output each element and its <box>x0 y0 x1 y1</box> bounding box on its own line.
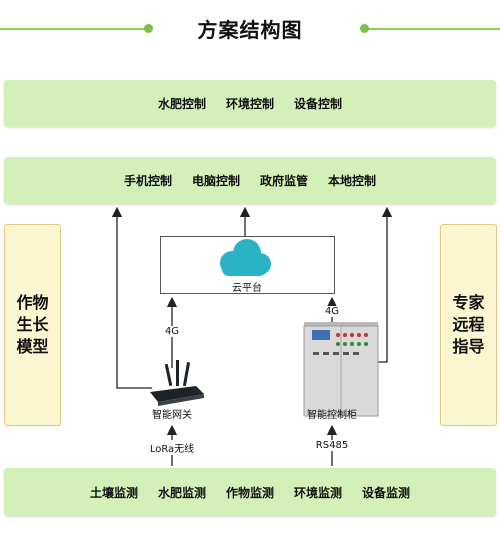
control-item-government: 政府监管 <box>260 174 309 188</box>
gateway-uplink-label: 4G <box>152 326 192 337</box>
cabinet-uplink-label: 4G <box>312 306 352 317</box>
cloud-platform-label: 云平台 <box>232 283 262 294</box>
control-item-computer: 电脑控制 <box>191 174 240 188</box>
page-title: 方案结构图 <box>197 18 303 42</box>
monitor-item-crop: 作物监测 <box>225 485 274 500</box>
header-dot-left <box>144 24 153 33</box>
top-control-bar: 水肥控制 环境控制 设备控制 <box>4 80 496 127</box>
monitor-item-soil: 土壤监测 <box>89 485 138 500</box>
lora-link-label: LoRa无线 <box>132 440 212 455</box>
top-item-environment: 环境控制 <box>225 97 274 111</box>
monitor-item-equipment: 设备监测 <box>362 485 411 500</box>
control-item-local: 本地控制 <box>328 174 377 188</box>
control-item-mobile: 手机控制 <box>123 174 172 188</box>
monitoring-bar: 土壤监测 水肥监测 作物监测 环境监测 设备监测 <box>4 468 496 516</box>
cabinet-label: 智能控制柜 <box>307 410 357 421</box>
monitor-item-environment: 环境监测 <box>294 485 343 500</box>
rs485-link-label: RS485 <box>292 440 372 451</box>
top-item-water-fertilizer: 水肥控制 <box>157 97 206 111</box>
header-line-right <box>366 28 500 30</box>
arrow-gateway-to-mobile <box>111 206 152 389</box>
control-channel-bar: 手机控制 电脑控制 政府监管 本地控制 <box>4 157 496 204</box>
crop-growth-model-panel: 作物生长模型 <box>4 224 61 426</box>
header-dot-right <box>360 24 369 33</box>
router-icon <box>150 360 204 406</box>
control-cabinet-icon <box>303 322 379 417</box>
monitor-item-water-fertilizer: 水肥监测 <box>157 485 206 500</box>
header-line-left <box>0 28 148 30</box>
top-item-equipment: 设备控制 <box>294 97 343 111</box>
gateway-label: 智能网关 <box>152 410 192 421</box>
arrow-cabinet-to-local <box>376 206 393 363</box>
expert-remote-guidance-panel: 专家远程指导 <box>440 224 497 426</box>
cloud-icon <box>220 239 271 276</box>
